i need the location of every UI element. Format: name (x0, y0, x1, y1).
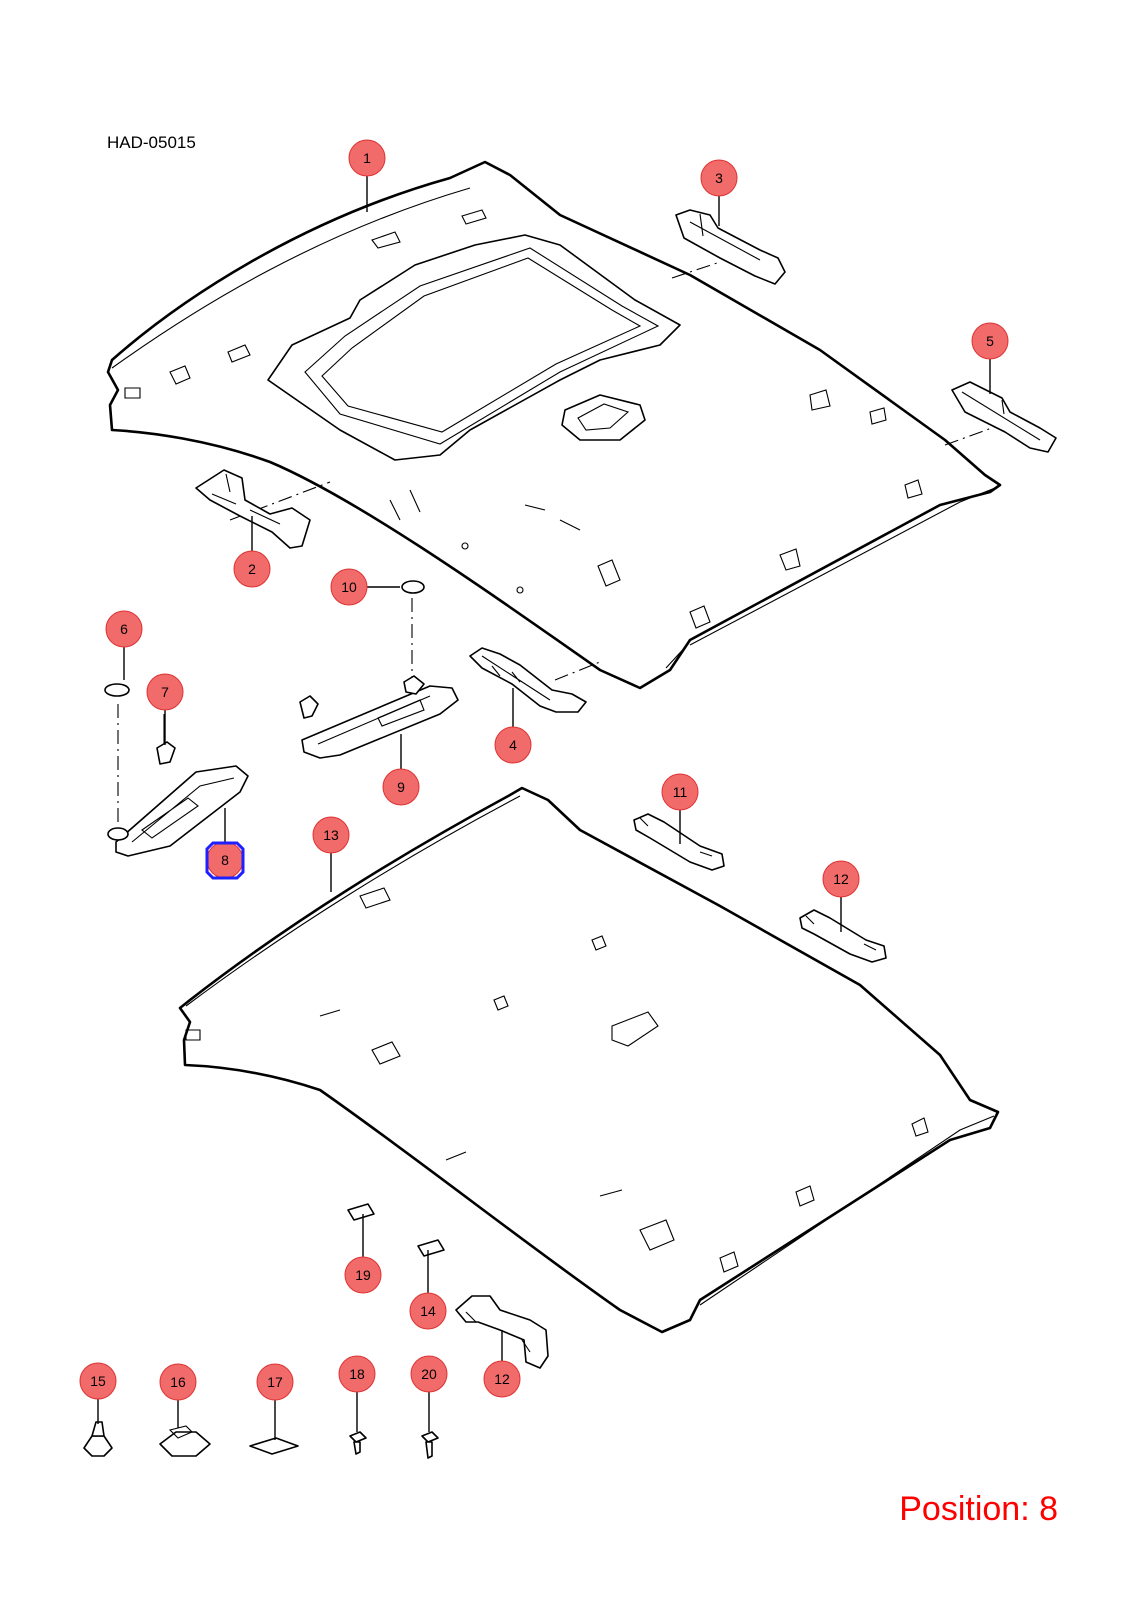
callout-15[interactable]: 15 (79, 1362, 117, 1400)
bolt-part-20[interactable] (421, 1431, 439, 1459)
callout-17[interactable]: 17 (256, 1363, 294, 1401)
bolt-part-18[interactable] (349, 1431, 367, 1455)
side-bracket-part[interactable] (469, 647, 587, 713)
clip-part-10[interactable] (401, 580, 425, 594)
svg-text:14: 14 (420, 1303, 436, 1319)
svg-text:5: 5 (986, 333, 994, 349)
svg-text:7: 7 (161, 684, 169, 700)
callout-9[interactable]: 9 (382, 768, 420, 806)
selection-box (205, 841, 245, 880)
svg-text:17: 17 (267, 1374, 283, 1390)
svg-text:6: 6 (120, 621, 128, 637)
callout-16[interactable]: 16 (159, 1363, 197, 1401)
front-bracket-part[interactable] (195, 469, 311, 549)
callout-8-selected[interactable]: 8 (205, 841, 245, 880)
clip-part-19[interactable] (347, 1203, 375, 1221)
svg-text:16: 16 (170, 1374, 186, 1390)
headliner-sunroof-part[interactable] (106, 160, 1002, 690)
position-label: Position: 8 (899, 1490, 1058, 1528)
nut-part-16[interactable] (159, 1425, 211, 1457)
grab-handle-part-12-upper[interactable] (799, 909, 887, 963)
callout-1[interactable]: 1 (348, 139, 386, 177)
svg-text:12: 12 (494, 1371, 510, 1387)
svg-text:10: 10 (341, 579, 357, 595)
callout-2[interactable]: 2 (233, 550, 271, 588)
rear-bracket-right-part[interactable] (951, 381, 1057, 453)
diagram-id: HAD-05015 (107, 133, 196, 152)
callout-5[interactable]: 5 (971, 322, 1009, 360)
callout-4[interactable]: 4 (494, 726, 532, 764)
svg-text:15: 15 (90, 1373, 106, 1389)
callout-18[interactable]: 18 (338, 1355, 376, 1393)
callout-10[interactable]: 10 (330, 568, 368, 606)
callout-3[interactable]: 3 (700, 159, 738, 197)
svg-text:4: 4 (509, 737, 517, 753)
svg-text:9: 9 (397, 779, 405, 795)
cap-part-6[interactable] (104, 683, 130, 697)
pad-part-17[interactable] (249, 1437, 299, 1455)
screw-part-7[interactable] (156, 714, 176, 765)
callout-20[interactable]: 20 (410, 1355, 448, 1393)
callout-13[interactable]: 13 (312, 816, 350, 854)
callout-12-lower[interactable]: 12 (483, 1360, 521, 1398)
callout-11[interactable]: 11 (661, 773, 699, 811)
svg-text:1: 1 (363, 150, 371, 166)
svg-text:2: 2 (248, 561, 256, 577)
callout-19[interactable]: 19 (344, 1256, 382, 1294)
callout-7[interactable]: 7 (146, 673, 184, 711)
svg-text:11: 11 (673, 784, 688, 800)
svg-text:8: 8 (221, 852, 229, 868)
svg-text:18: 18 (349, 1366, 365, 1382)
svg-text:3: 3 (715, 170, 723, 186)
sun-visor-right-part[interactable] (299, 675, 459, 759)
headliner-part[interactable] (178, 786, 1000, 1334)
sun-visor-left-part[interactable] (107, 765, 249, 857)
svg-text:19: 19 (355, 1267, 371, 1283)
grab-handle-part-11[interactable] (633, 813, 725, 871)
grab-handle-part-12-lower[interactable] (455, 1295, 549, 1369)
leader-lines (97, 176, 991, 1440)
rear-bracket-upper-part[interactable] (675, 209, 786, 285)
svg-text:20: 20 (421, 1366, 437, 1382)
clip-part-15[interactable] (83, 1421, 113, 1457)
callout-12-upper[interactable]: 12 (822, 860, 860, 898)
svg-text:12: 12 (833, 871, 849, 887)
clip-part-14[interactable] (417, 1239, 445, 1257)
callout-6[interactable]: 6 (105, 610, 143, 648)
callout-14[interactable]: 14 (409, 1292, 447, 1330)
svg-text:13: 13 (323, 827, 339, 843)
